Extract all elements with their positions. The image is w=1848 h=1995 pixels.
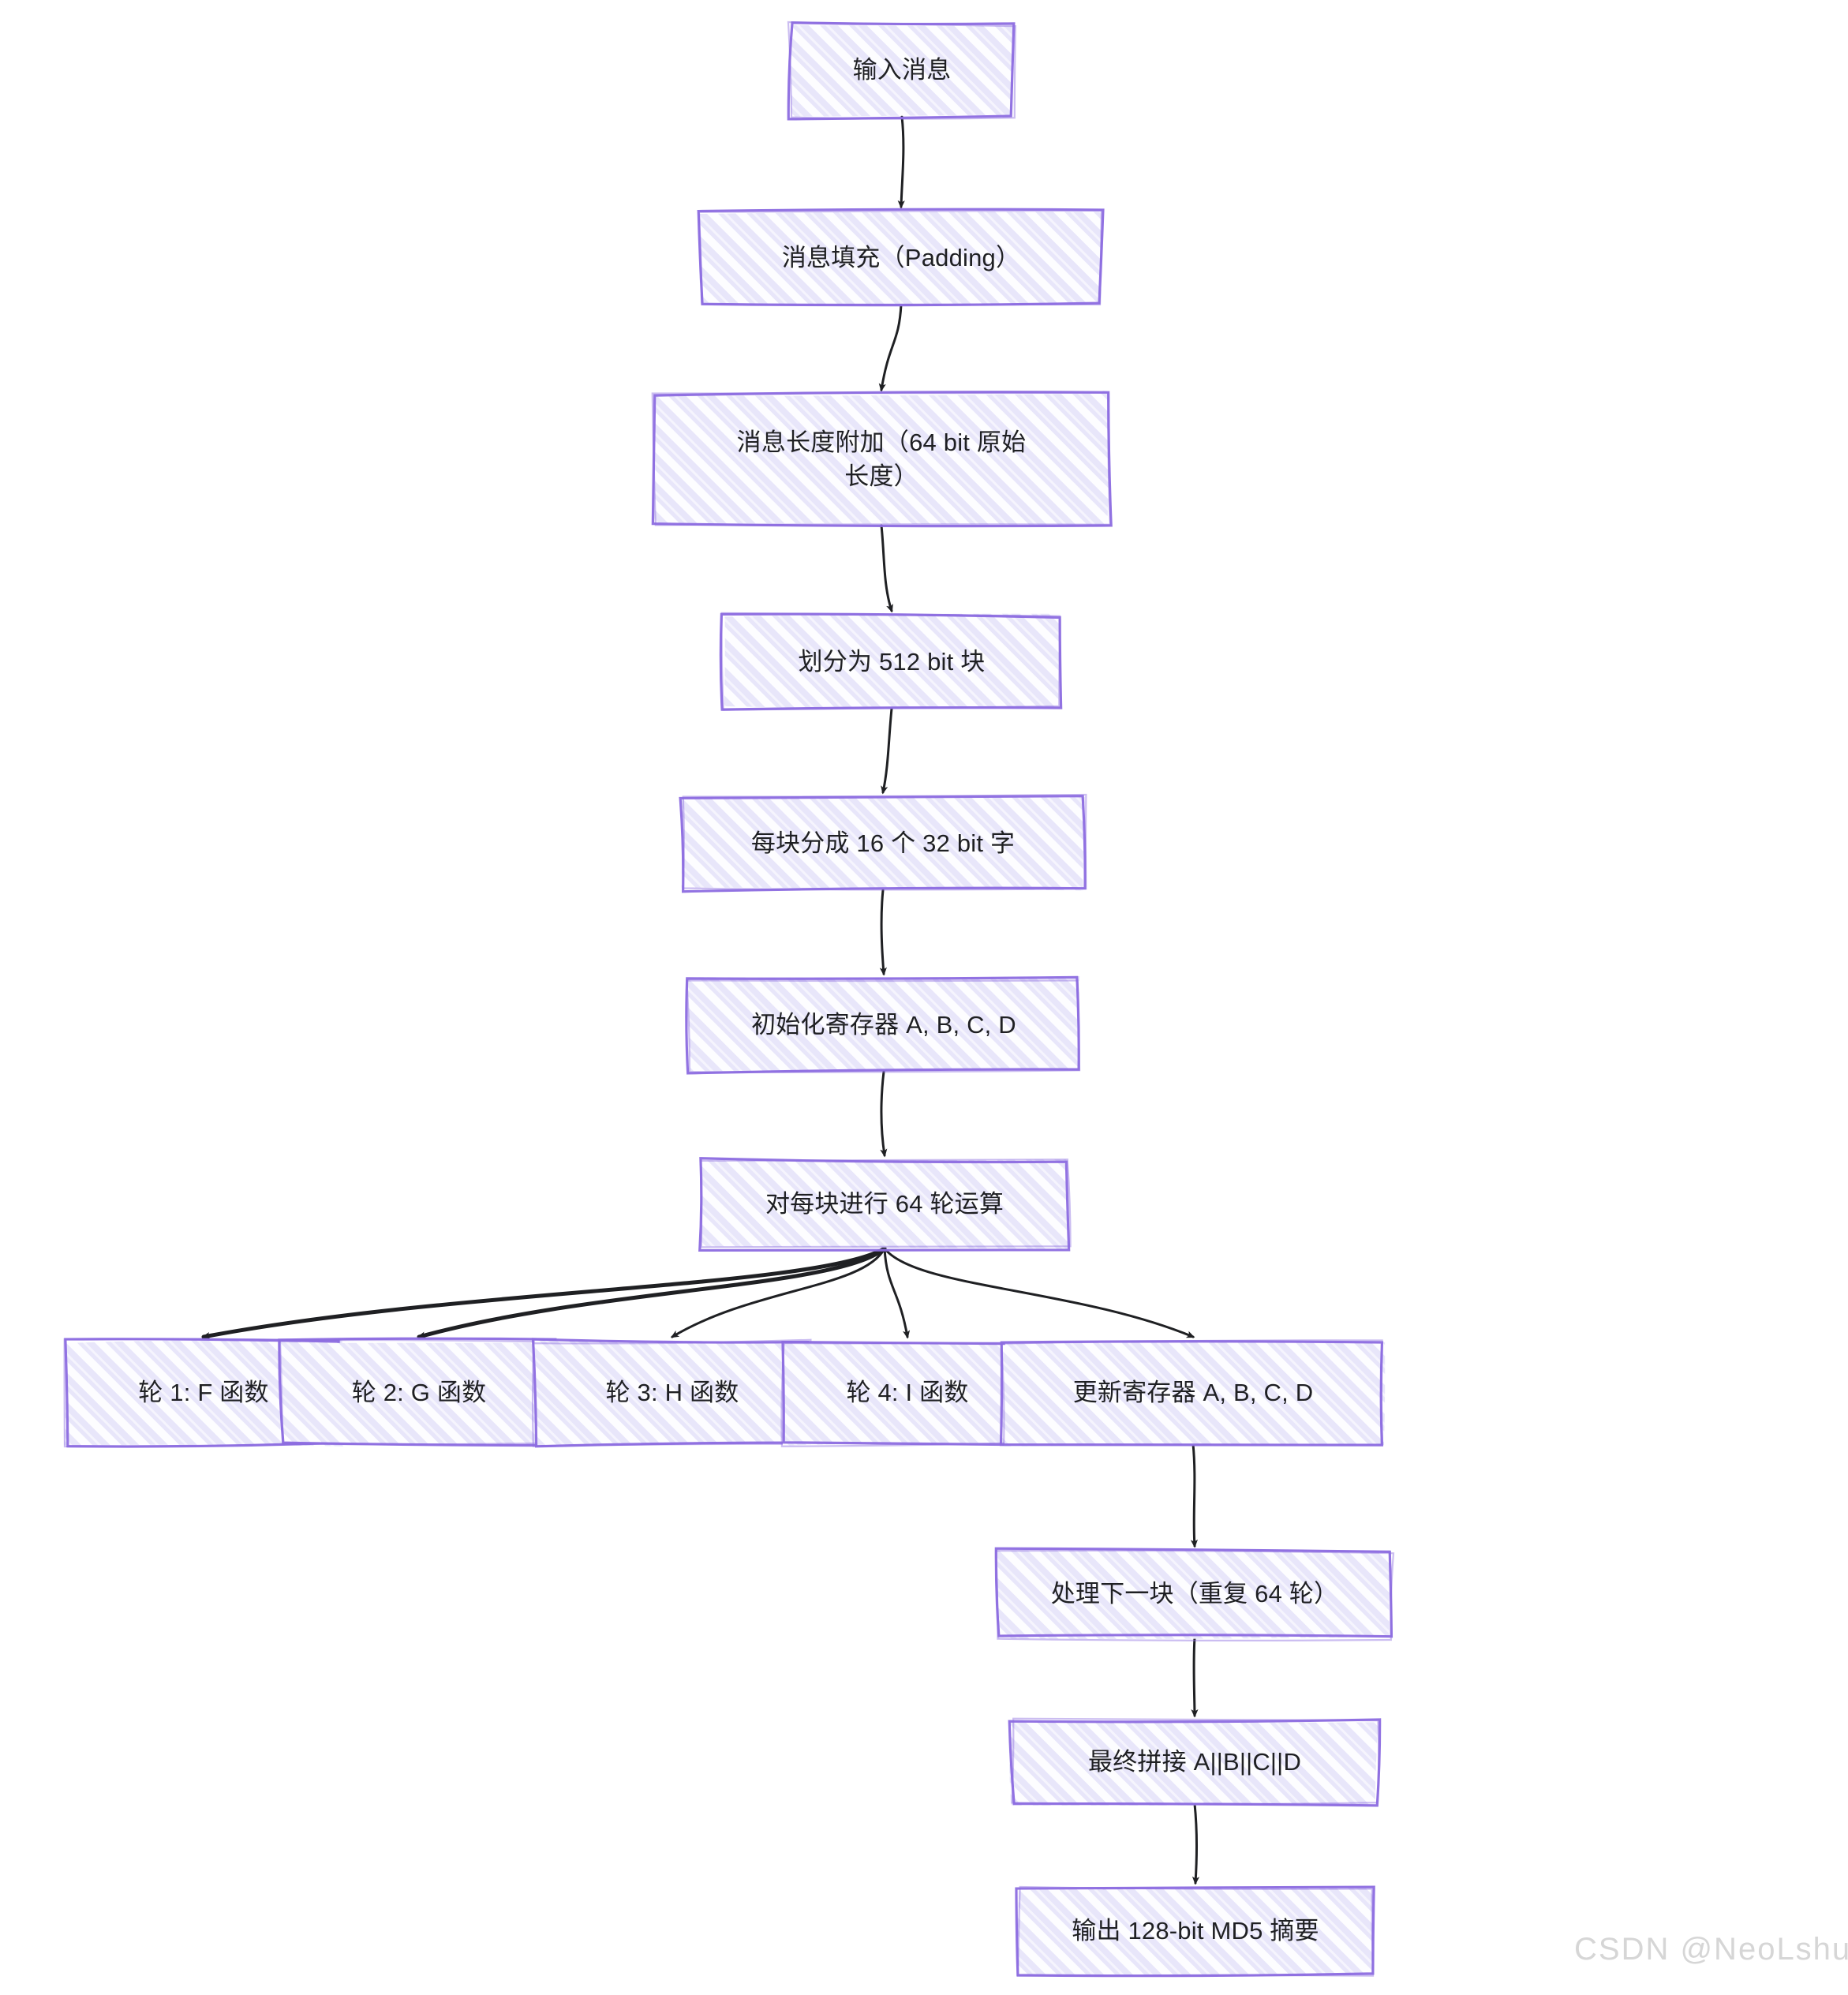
flow-edge bbox=[1191, 1802, 1200, 1885]
node-border bbox=[686, 979, 1081, 1073]
node-border bbox=[682, 793, 1087, 891]
flow-edge bbox=[878, 303, 903, 392]
node-fill bbox=[791, 24, 1016, 117]
node-border bbox=[994, 1549, 1395, 1641]
node-border bbox=[1016, 1885, 1375, 1977]
node-border bbox=[1000, 1339, 1384, 1446]
flow-node[interactable] bbox=[679, 793, 1087, 893]
flow-edge bbox=[201, 1246, 887, 1340]
csdn-watermark: CSDN @NeoLshu bbox=[1574, 1932, 1848, 1967]
node-border bbox=[787, 21, 1017, 120]
node-fill bbox=[996, 1550, 1391, 1639]
flow-edge bbox=[1190, 1443, 1199, 1548]
node-border bbox=[1015, 1885, 1375, 1978]
flow-node[interactable] bbox=[787, 21, 1017, 121]
node-fill bbox=[654, 393, 1110, 526]
node-border bbox=[1011, 1717, 1380, 1806]
node-border bbox=[651, 391, 1113, 528]
flow-node[interactable] bbox=[278, 1337, 558, 1447]
node-fill bbox=[1016, 1887, 1376, 1975]
flow-edge bbox=[1191, 1636, 1199, 1718]
node-border bbox=[719, 612, 1063, 711]
node-border bbox=[697, 208, 1105, 307]
node-border bbox=[679, 795, 1087, 893]
node-border bbox=[699, 1158, 1072, 1248]
node-fill bbox=[1008, 1720, 1379, 1806]
node-border bbox=[685, 975, 1080, 1075]
flow-edge bbox=[417, 1246, 887, 1339]
flow-node[interactable] bbox=[994, 1547, 1395, 1641]
node-border bbox=[698, 209, 1103, 306]
node-layer bbox=[63, 21, 1395, 1978]
node-fill bbox=[724, 613, 1060, 709]
flow-edge bbox=[897, 115, 905, 209]
flow-edge bbox=[880, 1070, 888, 1158]
node-border bbox=[651, 391, 1112, 526]
flow-node[interactable] bbox=[697, 208, 1105, 307]
flow-edge bbox=[880, 524, 893, 613]
node-fill bbox=[698, 211, 1102, 306]
edge-layer bbox=[201, 115, 1200, 1885]
node-fill bbox=[699, 1159, 1068, 1250]
node-fill bbox=[681, 797, 1086, 891]
flow-edge bbox=[883, 1247, 911, 1339]
flow-node[interactable] bbox=[651, 391, 1113, 528]
node-border bbox=[720, 612, 1061, 711]
flow-node[interactable] bbox=[1008, 1717, 1382, 1807]
node-fill bbox=[782, 1342, 1032, 1446]
node-border bbox=[1008, 1718, 1382, 1807]
flow-node[interactable] bbox=[999, 1339, 1386, 1447]
node-fill bbox=[534, 1340, 811, 1446]
flow-edge bbox=[879, 889, 887, 976]
node-border bbox=[698, 1157, 1071, 1252]
node-border bbox=[999, 1340, 1384, 1447]
node-fill bbox=[1004, 1341, 1386, 1447]
flow-edge bbox=[883, 1247, 1195, 1338]
node-border bbox=[787, 21, 1016, 121]
flow-edge bbox=[881, 707, 893, 795]
node-fill bbox=[687, 976, 1080, 1072]
flow-node[interactable] bbox=[698, 1157, 1072, 1252]
flow-edge bbox=[670, 1247, 886, 1338]
flow-node[interactable] bbox=[1015, 1885, 1376, 1978]
flow-node[interactable] bbox=[780, 1340, 1036, 1447]
node-fill bbox=[282, 1342, 558, 1446]
node-border bbox=[994, 1547, 1393, 1638]
flow-node[interactable] bbox=[685, 975, 1081, 1075]
flow-node[interactable] bbox=[719, 612, 1063, 711]
flow-node[interactable] bbox=[531, 1338, 812, 1448]
node-fill bbox=[64, 1338, 344, 1447]
